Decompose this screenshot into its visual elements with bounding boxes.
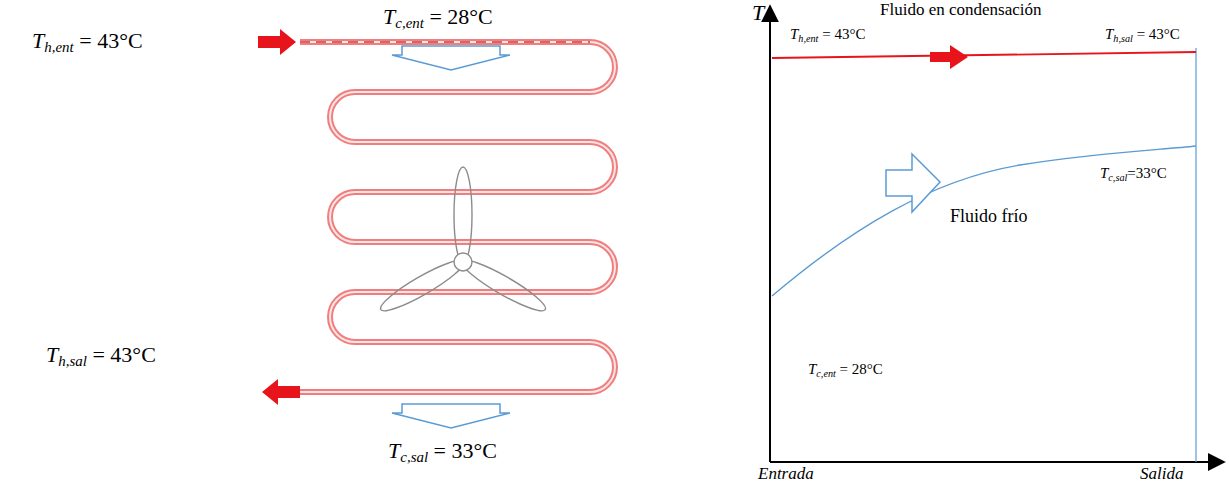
coil-tube-inner — [300, 42, 615, 392]
temperature-chart — [770, 6, 1224, 462]
temperature-label: Tc,ent = 28°C — [808, 360, 883, 380]
temperature-label: Tc,ent = 28°C — [383, 4, 493, 33]
temperature-label: Th,sal = 43°C — [1105, 25, 1180, 45]
condenser-coil — [300, 42, 615, 392]
coil-tube — [300, 42, 615, 392]
axis-label: T — [752, 0, 764, 26]
hot-inlet-arrow — [258, 29, 296, 55]
hot-outlet-arrow — [262, 379, 300, 405]
hot-flow-arrow — [930, 45, 968, 69]
outlet-line — [1195, 48, 1196, 462]
coil-dash — [300, 41, 590, 43]
x-axis — [770, 461, 1224, 463]
axis-label: Entrada — [758, 464, 814, 484]
air-inlet-arrow — [392, 46, 510, 70]
temperature-label: Tc,sal = 33°C — [388, 438, 497, 467]
air-outlet-arrow — [392, 404, 510, 428]
series-label: Fluido en condensación — [880, 0, 1041, 20]
hot-fluid-line — [772, 52, 1196, 58]
cold-fluid-curve — [772, 146, 1196, 296]
fan — [376, 167, 550, 317]
temperature-label: Th,sal = 43°C — [46, 342, 156, 371]
y-axis — [769, 6, 771, 462]
series-label: Fluido frío — [950, 206, 1028, 228]
temperature-label: Th,ent = 43°C — [32, 28, 143, 57]
temperature-label: Th,ent = 43°C — [790, 25, 865, 45]
temperature-label: Tc,sal=33°C — [1100, 164, 1167, 184]
axis-label: Salida — [1140, 464, 1183, 484]
cold-flow-arrow — [886, 154, 940, 212]
